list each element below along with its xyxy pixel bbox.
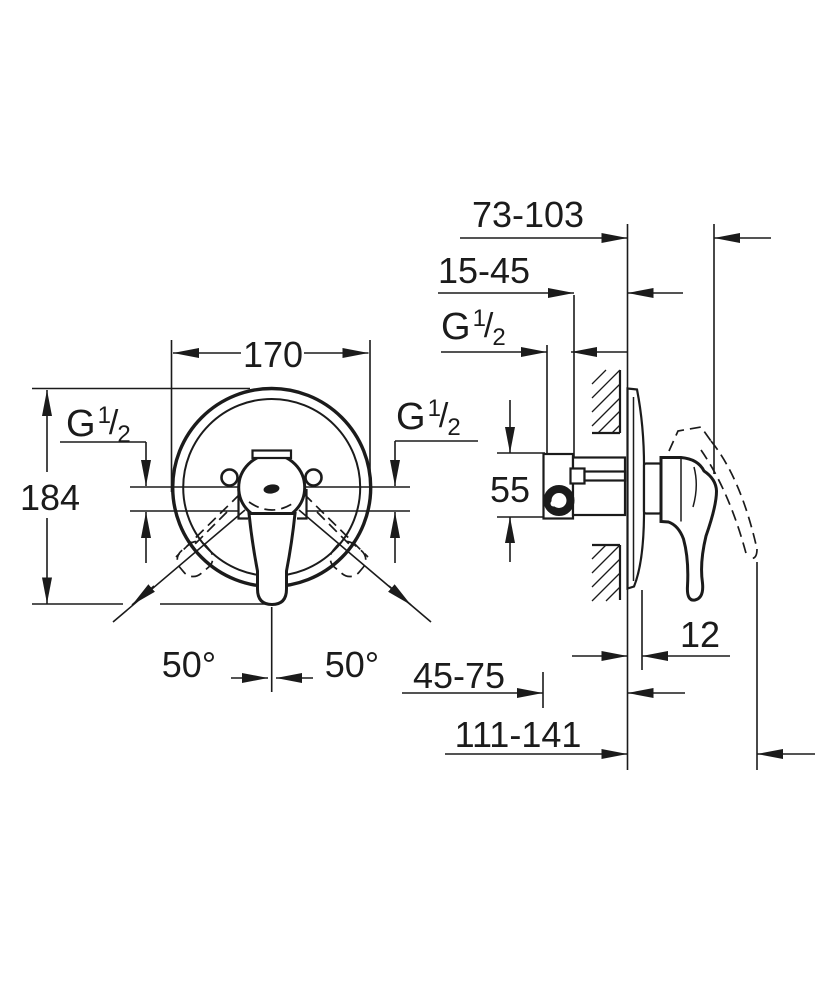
thread-g: G [66, 403, 96, 445]
escutcheon-side-profile [626, 387, 646, 590]
handle-screw-slot [263, 484, 280, 494]
rotated-grip-dashed-left [176, 540, 214, 578]
thread-slash: / [484, 307, 494, 345]
wall-hatch-lower [591, 544, 621, 602]
dim-plate-diameter: 170 [243, 334, 303, 375]
dimension-arrows [42, 233, 815, 759]
thread-sup: 1 [428, 395, 441, 422]
dim-body-depth: 45-75 [413, 655, 505, 696]
label-bg-170 [241, 338, 304, 369]
dim-wall-to-handle: 73-103 [472, 194, 584, 235]
thread-sup: 1 [473, 305, 486, 332]
rotated-grip-dashed-right [329, 540, 367, 578]
lever-handle-front [247, 512, 297, 607]
rotated-handle-dashed-left [175, 493, 241, 558]
front-view [32, 340, 478, 692]
supply-elbow-bore [554, 495, 564, 506]
dimension-labels: 73-103 15-45 170 184 55 12 45-75 111-141… [17, 194, 720, 755]
wall-hatch-upper [591, 369, 621, 434]
thread-g: G [441, 306, 471, 348]
arrow-angle-diagonal-right [388, 584, 412, 606]
thread-slash: / [439, 397, 449, 435]
rotated-handle-dashed-side [668, 426, 758, 560]
dim-body-height: 55 [490, 469, 530, 510]
wall-face-lines [592, 370, 622, 600]
arrow-angle-diagonal-left [131, 584, 155, 606]
thread-label-side: G1/2 [441, 305, 506, 351]
handle-base-dashed-arc [248, 501, 296, 511]
spindle-collar [569, 467, 586, 485]
mounting-lug-left [220, 468, 239, 487]
lever-handle-side [659, 456, 719, 602]
thread-sub: 2 [492, 324, 505, 351]
thread-sub: 2 [117, 421, 130, 448]
dim-plaster-depth: 15-45 [438, 250, 530, 291]
thread-label-front-left: G1/2 [66, 402, 131, 448]
thread-sup: 1 [98, 402, 111, 429]
handle-sleeve [642, 462, 663, 515]
label-bg-184 [17, 477, 83, 515]
side-view [497, 224, 758, 770]
cartridge-recess-outline [237, 489, 308, 520]
thread-sub: 2 [447, 414, 460, 441]
valve-body-inner-block [571, 456, 627, 517]
dim-overall-height: 184 [20, 477, 80, 518]
cartridge-spindle [583, 470, 627, 482]
mounting-lug-right [304, 468, 323, 487]
front-extension-lines [32, 340, 478, 692]
dim-total-depth: 111-141 [455, 714, 582, 755]
dim-swivel-angle-left: 50° [162, 644, 216, 685]
dim-swivel-angle-right: 50° [325, 644, 379, 685]
supply-elbow-ring [543, 485, 575, 516]
thread-g: G [396, 396, 426, 438]
thread-slash: / [109, 404, 119, 442]
dim-plate-thickness: 12 [680, 614, 720, 655]
supply-elbow-notch [550, 500, 557, 507]
cartridge-top-plate [251, 449, 293, 460]
handle-hub-line [680, 457, 697, 522]
thread-label-front-right: G1/2 [396, 395, 461, 441]
